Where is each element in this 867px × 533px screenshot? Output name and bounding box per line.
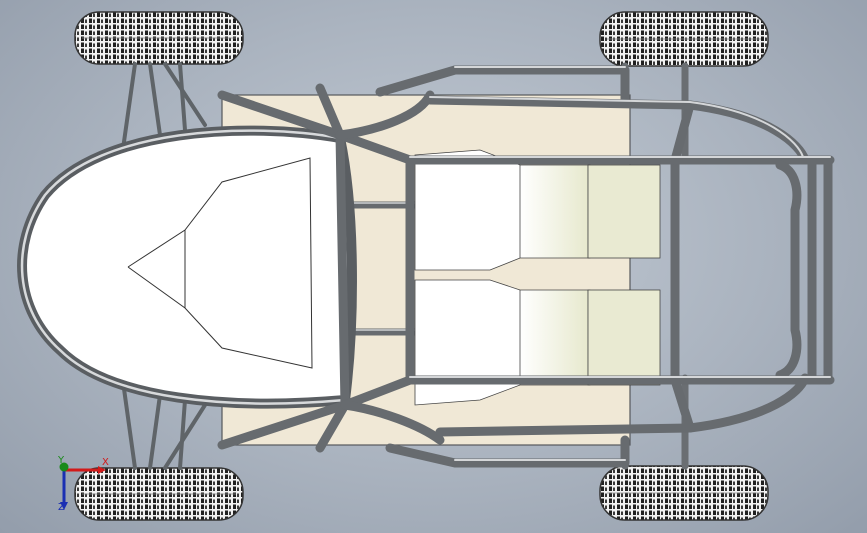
wheel-rear-left[interactable] — [599, 11, 769, 67]
wheel-rear-right[interactable] — [599, 465, 769, 521]
roll-cage-highlights — [409, 66, 831, 461]
triad-z-label: Z — [58, 502, 65, 513]
wheel-front-left[interactable] — [74, 11, 244, 65]
seat-right[interactable] — [414, 279, 661, 406]
front-suspension — [118, 62, 207, 470]
seat-left[interactable] — [414, 149, 661, 271]
axis-triad-icon — [59, 462, 106, 510]
triad-y-label: Y — [58, 455, 65, 466]
seat-icon — [587, 164, 661, 259]
hood[interactable] — [17, 125, 357, 409]
roll-cage[interactable] — [217, 65, 835, 468]
wheel-front-right[interactable] — [74, 467, 244, 521]
triad-x-label: X — [102, 457, 109, 468]
